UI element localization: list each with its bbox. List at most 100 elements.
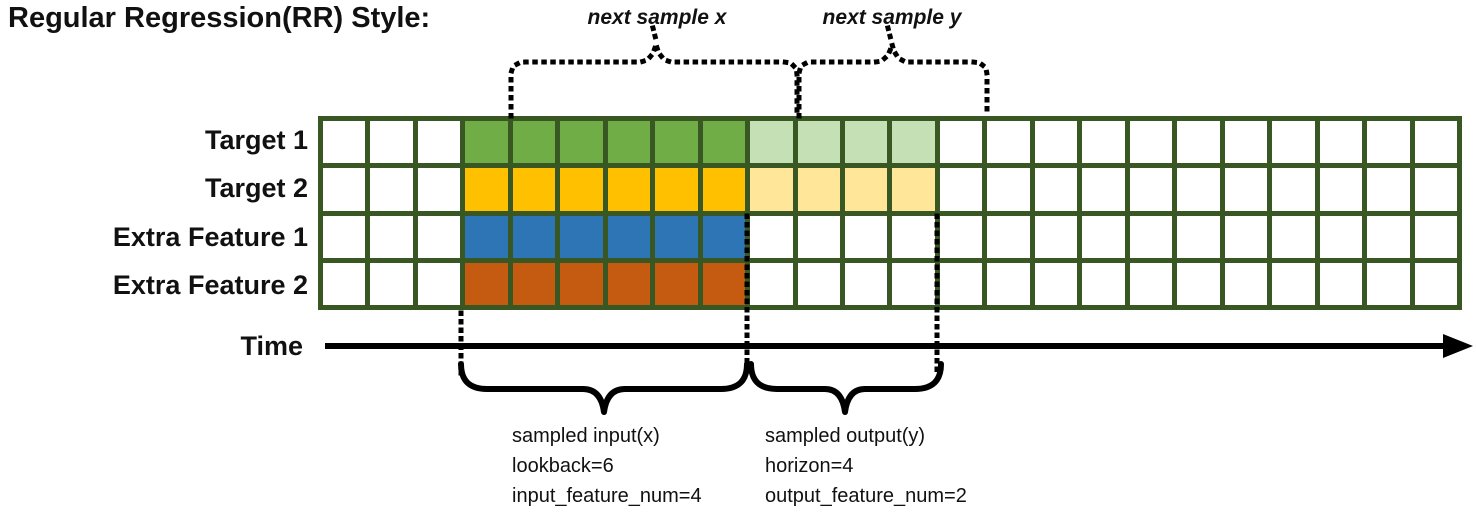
grid-cell xyxy=(1272,121,1315,164)
grid-cell xyxy=(1224,215,1268,258)
grid-cell xyxy=(845,262,888,305)
grid-cell xyxy=(987,121,1030,164)
time-axis-label: Time xyxy=(240,331,303,361)
sampled-input-title: sampled input(x) xyxy=(512,425,660,447)
grid-cell xyxy=(1367,168,1410,211)
grid-cell xyxy=(939,168,983,211)
grid-cell xyxy=(1129,168,1173,211)
grid-cell xyxy=(892,215,935,258)
row-label: Extra Feature 1 xyxy=(112,222,308,252)
time-axis-arrowhead-icon xyxy=(1443,334,1473,358)
grid-cell xyxy=(939,121,983,164)
grid-cell xyxy=(1367,262,1410,305)
grid-cell xyxy=(1224,262,1268,305)
grid-cell xyxy=(987,262,1030,305)
grid-cell xyxy=(465,262,508,305)
grid-cell xyxy=(797,262,841,305)
grid-cell xyxy=(370,262,413,305)
next-sample-y-brace-icon xyxy=(796,43,990,119)
grid-cell xyxy=(560,168,603,211)
grid-cell xyxy=(1034,168,1078,211)
grid-cell xyxy=(1177,262,1220,305)
grid-cell xyxy=(892,121,935,164)
grid-cell xyxy=(655,262,698,305)
next-sample-x-brace-icon xyxy=(508,43,800,119)
sampled-output-title: sampled output(y) xyxy=(765,425,926,447)
grid-cell xyxy=(323,168,366,211)
grid-cell xyxy=(1177,121,1220,164)
grid-cell xyxy=(1129,215,1173,258)
grid-cell xyxy=(1177,168,1220,211)
row-label: Extra Feature 2 xyxy=(112,270,308,300)
grid-cell xyxy=(1414,168,1457,211)
diagram-title: Regular Regression(RR) Style: xyxy=(8,2,431,34)
grid-cell xyxy=(797,168,841,211)
grid-cell xyxy=(1224,168,1268,211)
grid-cell xyxy=(1129,262,1173,305)
grid-cell xyxy=(750,215,793,258)
grid-cell xyxy=(1272,168,1315,211)
grid-cell xyxy=(1082,168,1125,211)
grid-cell xyxy=(417,262,461,305)
grid-cell xyxy=(750,262,793,305)
grid-cell xyxy=(512,262,556,305)
grid-cell xyxy=(465,168,508,211)
grid-cell xyxy=(1414,121,1457,164)
grid-cell xyxy=(845,121,888,164)
next-sample-y-label: next sample y xyxy=(822,6,962,29)
grid-cell xyxy=(465,215,508,258)
grid-cell xyxy=(370,168,413,211)
grid-cell xyxy=(939,215,983,258)
grid-cell xyxy=(417,121,461,164)
lookback-value: lookback=6 xyxy=(512,455,614,477)
grid-cell xyxy=(1319,215,1363,258)
grid-cell xyxy=(750,121,793,164)
grid-cell xyxy=(1272,262,1315,305)
grid-cell xyxy=(702,121,746,164)
grid-cell xyxy=(655,121,698,164)
grid-cell xyxy=(607,215,651,258)
grid-cell xyxy=(702,168,746,211)
grid-cell xyxy=(1272,215,1315,258)
grid-cell xyxy=(797,215,841,258)
grid-cell xyxy=(323,262,366,305)
grid-cell xyxy=(1319,262,1363,305)
sampled-input-annotation: sampled input(x) lookback=6 input_featur… xyxy=(512,421,702,511)
grid-cell xyxy=(1367,215,1410,258)
input-feature-num-value: input_feature_num=4 xyxy=(512,485,702,507)
grid-cell xyxy=(1034,215,1078,258)
grid-cell xyxy=(1414,262,1457,305)
grid-cell xyxy=(987,215,1030,258)
grid-cell xyxy=(512,168,556,211)
sampled-input-brace-icon xyxy=(458,361,750,415)
grid-cell xyxy=(1082,215,1125,258)
grid-cell xyxy=(845,168,888,211)
grid-cell xyxy=(1319,121,1363,164)
grid-cell xyxy=(1177,215,1220,258)
grid-cell xyxy=(655,215,698,258)
grid-cell xyxy=(323,215,366,258)
grid-cell xyxy=(417,215,461,258)
grid-cell xyxy=(750,168,793,211)
grid-cell xyxy=(607,262,651,305)
grid-cell xyxy=(607,168,651,211)
grid-cell xyxy=(1082,262,1125,305)
grid-cell xyxy=(1414,215,1457,258)
grid-cell xyxy=(987,168,1030,211)
grid-cell xyxy=(1319,168,1363,211)
grid-cell xyxy=(323,121,366,164)
grid-cell xyxy=(560,215,603,258)
grid-cell xyxy=(797,121,841,164)
grid-cell xyxy=(1034,262,1078,305)
horizon-value: horizon=4 xyxy=(765,455,854,477)
grid-cell xyxy=(845,215,888,258)
sampled-output-brace-icon xyxy=(748,361,944,415)
grid-cell xyxy=(892,262,935,305)
row-label: Target 1 xyxy=(204,125,308,155)
grid-cell xyxy=(939,262,983,305)
output-feature-num-value: output_feature_num=2 xyxy=(765,485,967,507)
grid-cell xyxy=(417,168,461,211)
grid-cell xyxy=(702,215,746,258)
grid-cell xyxy=(607,121,651,164)
